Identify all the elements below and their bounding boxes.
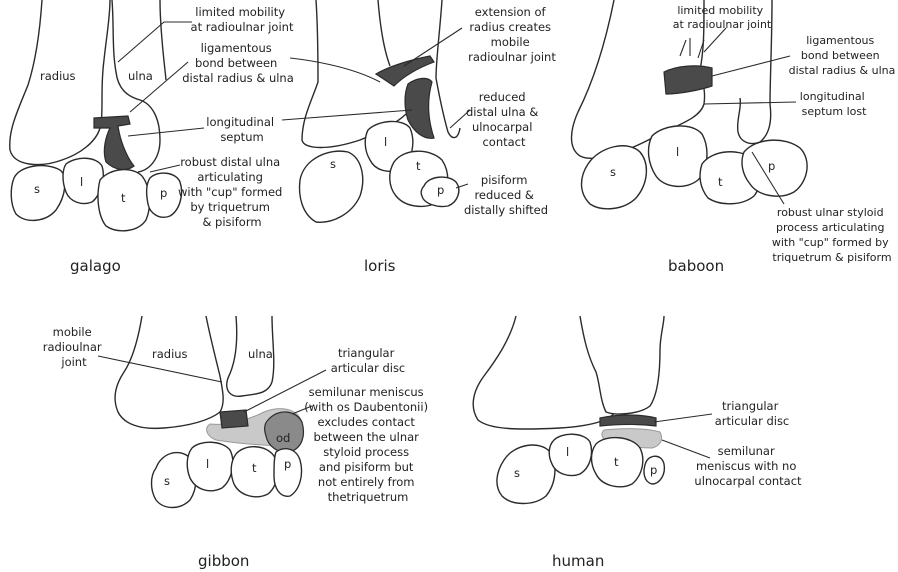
human-caption: human bbox=[552, 552, 604, 570]
galago-mobility-text: limited mobility at radioulnar joint bbox=[191, 5, 294, 34]
gibbon-lunate-bone bbox=[187, 442, 233, 491]
galago-septum-text: longitudinal septum bbox=[206, 115, 278, 144]
human-s-label: s bbox=[514, 466, 520, 480]
gibbon-meniscus-text: semilunar meniscus (with os Daubentonii)… bbox=[304, 385, 431, 504]
human-l-label: l bbox=[566, 445, 569, 459]
galago-l-label: l bbox=[80, 175, 83, 189]
galago-radius-label: radius bbox=[40, 69, 76, 83]
gibbon-t-label: t bbox=[252, 461, 257, 475]
galago-leader-mobility bbox=[118, 22, 192, 62]
galago-t-label: t bbox=[121, 191, 126, 205]
human-t-label: t bbox=[614, 455, 619, 469]
baboon-panel: s l t p limited mobility at radioulnar j… bbox=[572, 0, 896, 275]
gibbon-radius-label: radius bbox=[152, 347, 188, 361]
human-panel: s l t p triangular articular disc semilu… bbox=[473, 316, 802, 570]
gibbon-s-label: s bbox=[164, 474, 170, 488]
gibbon-ulna-label: ulna bbox=[248, 347, 273, 361]
galago-leader-ulna bbox=[150, 165, 180, 172]
human-leader-meniscus bbox=[662, 440, 710, 458]
human-triangular-disc bbox=[600, 415, 656, 426]
gibbon-pisiform-bone bbox=[274, 449, 302, 497]
gibbon-p-label: p bbox=[284, 457, 291, 471]
loris-panel: s l t p extension of radius creates mobi… bbox=[282, 0, 556, 275]
galago-caption: galago bbox=[70, 257, 121, 275]
loris-caption: loris bbox=[364, 257, 396, 275]
human-leader-disc bbox=[654, 414, 712, 422]
baboon-t-label: t bbox=[718, 175, 723, 189]
gibbon-l-label: l bbox=[206, 457, 209, 471]
loris-t-label: t bbox=[416, 159, 421, 173]
galago-ulna-text: robust distal ulna articulating with "cu… bbox=[178, 155, 286, 229]
gibbon-mobile-text: mobile radioulnar joint bbox=[43, 325, 106, 369]
loris-extension-text: extension of radius creates mobile radio… bbox=[468, 5, 556, 64]
baboon-caption: baboon bbox=[668, 257, 724, 275]
gibbon-caption: gibbon bbox=[198, 552, 249, 570]
loris-reduced-text: reduced distal ulna & ulnocarpal contact bbox=[466, 90, 542, 149]
human-p-label: p bbox=[650, 463, 657, 477]
gibbon-triangular-disc bbox=[220, 410, 248, 428]
gibbon-panel: s l t p od radius ulna mobile radioulnar… bbox=[43, 316, 432, 570]
human-disc-text: triangular articular disc bbox=[715, 399, 790, 428]
baboon-limited-lines bbox=[680, 38, 704, 58]
baboon-p-label: p bbox=[768, 159, 775, 173]
baboon-mobility-text: limited mobility at radioulnar joint bbox=[673, 4, 772, 31]
loris-pisiform-text: pisiform reduced & distally shifted bbox=[464, 173, 548, 217]
loris-s-label: s bbox=[330, 157, 336, 171]
baboon-styloid-text: robust ulnar styloid process articulatin… bbox=[772, 206, 892, 264]
human-lunate-bone bbox=[549, 434, 591, 475]
baboon-leader-mobility bbox=[704, 28, 726, 52]
galago-ligament-text: ligamentous bond between distal radius &… bbox=[182, 41, 294, 85]
baboon-ligament bbox=[664, 66, 712, 94]
loris-p-label: p bbox=[437, 183, 444, 197]
gibbon-disc-text: triangular articular disc bbox=[331, 346, 406, 375]
human-meniscus-text: semilunar meniscus with no ulnocarpal co… bbox=[694, 444, 802, 488]
baboon-septum-text: longitudinal septum lost bbox=[800, 90, 868, 118]
galago-p-label: p bbox=[160, 186, 167, 200]
baboon-ligament-text: ligamentous bond between distal radius &… bbox=[789, 34, 896, 77]
baboon-s-label: s bbox=[610, 165, 616, 179]
baboon-l-label: l bbox=[676, 145, 679, 159]
galago-septum bbox=[94, 116, 134, 169]
loris-l-label: l bbox=[384, 135, 387, 149]
galago-s-label: s bbox=[34, 182, 40, 196]
galago-panel: radius ulna s l t p limited mobility at … bbox=[10, 0, 294, 275]
human-scaphoid-bone bbox=[497, 445, 555, 503]
gibbon-od-label: od bbox=[276, 431, 290, 445]
gibbon-radius-bone bbox=[115, 316, 223, 428]
galago-ulna-label: ulna bbox=[128, 69, 153, 83]
